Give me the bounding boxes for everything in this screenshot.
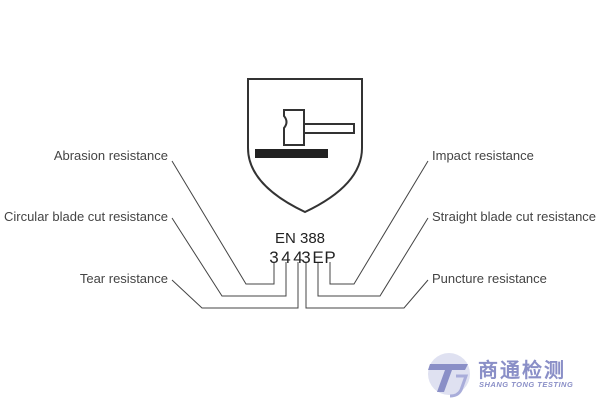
leader-line-abrasion — [171, 160, 275, 285]
leader-line-puncture — [305, 262, 429, 309]
code-char-straight-blade-cut: E — [312, 248, 324, 267]
leader-line-impact — [329, 160, 429, 285]
label-impact: Impact resistance — [432, 148, 534, 163]
code-char-circular-blade-cut: 4 — [281, 248, 291, 267]
leader-line-straight-blade-cut — [317, 217, 429, 297]
label-tear: Tear resistance — [79, 271, 168, 286]
code-char-impact: P — [324, 248, 336, 267]
leader-line-circular-blade-cut — [171, 217, 287, 297]
watermark-name-cn: 商通检测 — [478, 360, 566, 382]
shield-hammer-icon — [247, 78, 363, 214]
watermark-name-en: SHANG TONG TESTING — [479, 380, 574, 389]
label-abrasion: Abrasion resistance — [53, 148, 168, 163]
shang-tong-logo-icon — [428, 353, 470, 398]
label-straight-blade-cut: Straight blade cut resistance — [432, 209, 597, 224]
standard-title: EN 388 — [274, 230, 326, 247]
label-circular-blade-cut: Circular blade cut resistance — [3, 209, 168, 224]
label-puncture: Puncture resistance — [432, 271, 547, 286]
leader-line-tear — [171, 262, 299, 309]
code-char-abrasion: 3 — [269, 248, 279, 267]
code-char-tear: 4 — [293, 248, 303, 267]
code-char-puncture-slot: 3 — [301, 248, 311, 267]
